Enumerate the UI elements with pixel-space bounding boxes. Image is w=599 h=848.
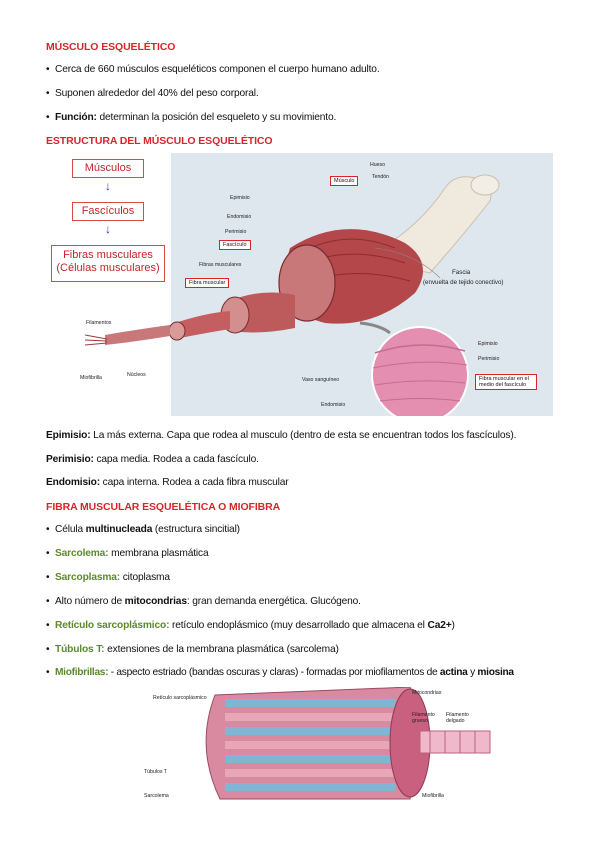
bullet-miofibrillas: •Miofibrillas: - aspecto estriado (banda…	[46, 667, 514, 678]
label-inset-epimisio: Epimisio	[478, 341, 498, 347]
text: membrana plasmática	[108, 548, 209, 559]
bold-text: mitocondrias	[124, 596, 187, 607]
bold-text: actina	[439, 667, 468, 678]
bullet-sarcoplasma: •Sarcoplasma: citoplasma	[46, 572, 170, 583]
bullet-bold: Función:	[55, 112, 97, 123]
myofiber-figure: Retículo sarcoplásmico Túbulos T Sarcole…	[140, 687, 500, 802]
muscle-structure-figure: Músculos ↓ Fascículos ↓ Fibras musculare…	[45, 153, 553, 416]
bold-text: multinucleada	[85, 524, 153, 535]
label-tendon: Tendón	[372, 174, 390, 180]
section-title-musculo: MÚSCULO ESQUELÉTICO	[46, 41, 176, 53]
label-musculo: Músculo	[330, 176, 359, 186]
def-perimisio: Perimisio: capa media. Rodea a cada fasc…	[46, 453, 259, 466]
bullet-multinucleada: •Célula multinucleada (estructura sincit…	[46, 524, 240, 535]
def-epimisio: Epimisio: La más externa. Capa que rodea…	[46, 429, 516, 442]
bullet-weight: •Suponen alrededor del 40% del peso corp…	[46, 88, 259, 99]
text: extensiones de la membrana plasmática (s…	[104, 644, 339, 655]
text: Célula	[55, 524, 86, 535]
label-miofibrilla-2: Miofibrilla	[422, 793, 444, 799]
label-reticulo: Retículo sarcoplásmico	[153, 695, 207, 701]
text: y	[467, 667, 478, 678]
section-title-fibra: FIBRA MUSCULAR ESQUELÉTICA O MIOFIBRA	[46, 501, 281, 513]
label-fibra-muscular: Fibra muscular	[185, 278, 230, 288]
label-miofibrilla: Miofibrilla	[80, 375, 102, 381]
def-text: capa media. Rodea a cada fascículo.	[93, 454, 259, 465]
text: Alto número de	[55, 596, 125, 607]
text: )	[451, 620, 455, 631]
term: Sarcolema:	[55, 548, 109, 559]
def-term: Perimisio:	[46, 454, 94, 465]
text: citoplasma	[120, 572, 170, 583]
term: Retículo sarcoplásmico:	[55, 620, 170, 631]
bullet-text: determinan la posición del esqueleto y s…	[96, 112, 337, 123]
term: Miofibrillas:	[55, 667, 109, 678]
label-inset-perimisio: Perimisio	[478, 356, 500, 362]
arrow-down-icon: ↓	[105, 222, 111, 236]
bold-text: Ca2+	[427, 620, 452, 631]
label-hueso: Hueso	[370, 162, 385, 168]
label-perimisio: Perimisio	[225, 229, 247, 235]
label-grueso: Filamento grueso	[412, 712, 435, 724]
def-term: Endomisio:	[46, 477, 100, 488]
label-inset-endomisio: Endomisio	[321, 402, 346, 408]
arrow-down-icon: ↓	[105, 179, 111, 193]
bullet-text: Cerca de 660 músculos esqueléticos compo…	[55, 64, 380, 75]
def-text: capa interna. Rodea a cada fibra muscula…	[99, 477, 289, 488]
flow-fibras: Fibras musculares (Células musculares)	[51, 245, 165, 282]
label-fascia-sub: (envuelta de tejido conectivo)	[423, 279, 504, 286]
label-epimisio: Epimisio	[230, 195, 250, 201]
text: (estructura sincitial)	[152, 524, 240, 535]
def-text: La más externa. Capa que rodea al muscul…	[90, 430, 517, 441]
text: - aspecto estriado (bandas oscuras y cla…	[108, 667, 440, 678]
myofiber-illustration	[205, 687, 491, 800]
bullet-tubulos: •Túbulos T: extensiones de la membrana p…	[46, 644, 339, 655]
label-nucleos: Núcleos	[127, 372, 146, 378]
bullet-reticulo: •Retículo sarcoplásmico: retículo endopl…	[46, 620, 455, 631]
bold-text: miosina	[477, 667, 514, 678]
label-fibras-musculares: Fibras musculares	[199, 262, 242, 268]
label-delgado: Filamento delgado	[446, 712, 469, 724]
label-vaso: Vaso sanguíneo	[302, 377, 340, 383]
label-tubulos: Túbulos T	[144, 769, 167, 775]
label-sarcolema: Sarcolema	[144, 793, 169, 799]
label-mitocondrias: Mitocondrias	[412, 690, 442, 696]
label-filamentos: Filamentos	[86, 320, 112, 326]
term: Sarcoplasma:	[55, 572, 121, 583]
section-title-estructura: ESTRUCTURA DEL MÚSCULO ESQUELÉTICO	[46, 135, 273, 147]
def-endomisio: Endomisio: capa interna. Rodea a cada fi…	[46, 476, 289, 489]
label-fasciculo: Fascículo	[219, 240, 251, 250]
flow-musculos: Músculos	[72, 159, 144, 178]
term: Túbulos T:	[55, 644, 105, 655]
bullet-count: •Cerca de 660 músculos esqueléticos comp…	[46, 64, 380, 75]
label-endomisio: Endomisio	[227, 214, 252, 220]
def-term: Epimisio:	[46, 430, 91, 441]
bullet-function: •Función: determinan la posición del esq…	[46, 112, 337, 123]
text: retículo endoplásmico (muy desarrollado …	[169, 620, 428, 631]
flow-fasciculos: Fascículos	[72, 202, 144, 221]
text: : gran demanda energética. Glucógeno.	[186, 596, 361, 607]
flow-panel: Músculos ↓ Fascículos ↓ Fibras musculare…	[45, 153, 171, 416]
label-fascia: Fascia	[452, 269, 471, 276]
bullet-text: Suponen alrededor del 40% del peso corpo…	[55, 88, 259, 99]
label-inset-box: Fibra muscular en el medio del fascículo	[475, 374, 537, 390]
muscle-illustration	[84, 174, 500, 416]
bullet-sarcolema: •Sarcolema: membrana plasmática	[46, 548, 209, 559]
bullet-mitocondrias: •Alto número de mitocondrias: gran deman…	[46, 596, 361, 607]
